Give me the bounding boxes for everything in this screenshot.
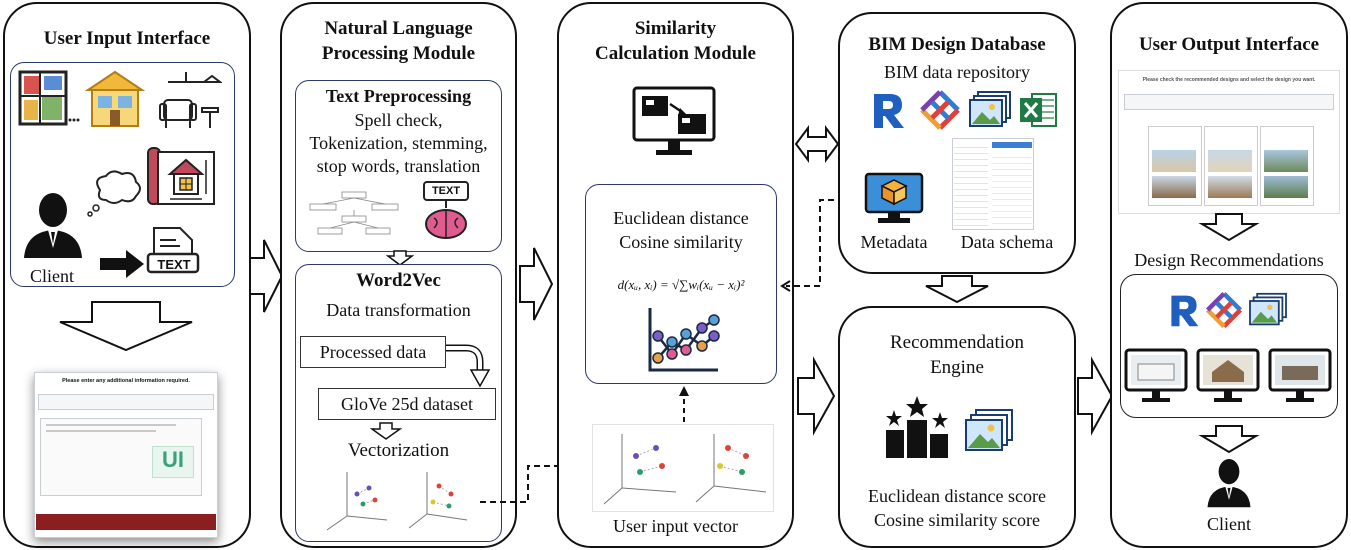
brain-icon — [423, 181, 469, 239]
revit-icon — [874, 94, 904, 128]
floor-plan-icon — [18, 70, 80, 126]
flow-arrow-4 — [1077, 356, 1114, 436]
metadata-label: Metadata — [860, 232, 928, 252]
user-output-title: User Output Interface — [1138, 34, 1320, 55]
engine-title-line1: Recommendation — [889, 332, 1025, 353]
dashed-arrow-2 — [780, 199, 844, 292]
small-down-arrow-1 — [386, 250, 414, 266]
data-schema-label: Data schema — [960, 232, 1054, 252]
vectorization-label: Vectorization — [347, 440, 450, 461]
preprocessing-line2: Tokenization, stemming, — [309, 133, 488, 153]
dashed-up-arrow — [679, 386, 689, 422]
monitor-network-icon — [632, 86, 716, 155]
output-down-arrow-1 — [1198, 213, 1260, 242]
user-input-vector-label: User input vector — [613, 516, 738, 536]
excel-icon — [1020, 93, 1057, 127]
output-ui-card-1-img-b — [1152, 176, 1196, 198]
similarity-title-line2: Calculation Module — [595, 43, 756, 64]
ui-badge: UI — [152, 446, 194, 478]
client-icon — [24, 193, 82, 258]
output-down-arrow-2 — [1198, 425, 1260, 454]
nlp-title-line1: Natural Language — [324, 18, 473, 39]
ifc-icon — [1206, 292, 1242, 328]
client-label: Client — [30, 266, 74, 286]
output-ui-header: Please check the recommended designs and… — [1142, 77, 1316, 83]
flow-arrow-3 — [797, 356, 836, 436]
vector-plot — [326, 472, 468, 531]
input-ui-lines — [46, 424, 176, 426]
engine-score-euclidean: Euclidean distance score — [868, 486, 1046, 506]
house-icon — [84, 70, 146, 127]
glove-dataset-label: GloVe 25d dataset — [341, 394, 473, 414]
glove-dataset-box — [318, 388, 496, 420]
bim-down-arrow — [925, 275, 989, 304]
measure-cosine: Cosine similarity — [619, 232, 743, 252]
thought-bubble-icon — [87, 170, 141, 217]
output-ui-card-1-img — [1152, 150, 1196, 172]
text-icon-label: TEXT — [157, 257, 191, 272]
monitor-icon — [1196, 348, 1260, 402]
processed-data-label: Processed data — [319, 342, 427, 362]
podium-icon — [886, 396, 948, 458]
image-icon — [1249, 292, 1287, 326]
input-ui-bar — [38, 394, 214, 410]
user-input-title: User Input Interface — [43, 28, 211, 49]
preprocessing-line1: Spell check, — [354, 110, 443, 130]
data-schema-rows — [992, 152, 1032, 224]
input-ui-footer — [36, 514, 216, 530]
measure-euclidean: Euclidean distance — [613, 208, 749, 228]
input-ui-header: Please enter any additional information … — [62, 378, 190, 384]
furniture-icon — [159, 72, 222, 128]
engine-score-cosine: Cosine similarity score — [874, 510, 1040, 530]
processed-data-box — [300, 336, 446, 368]
arrow-icon — [100, 250, 144, 278]
bim-title: BIM Design Database — [868, 34, 1046, 55]
blueprint-icon — [147, 147, 215, 205]
output-ui-progress — [1124, 94, 1334, 110]
flow-arrow-1 — [249, 239, 284, 313]
flow-arrow-2 — [519, 247, 554, 321]
preprocessing-title: Text Preprocessing — [325, 86, 472, 106]
tree-diagram — [309, 191, 399, 235]
word2vec-title: Word2Vec — [356, 270, 441, 291]
output-ui-card-2-img — [1208, 150, 1252, 172]
image-icon — [969, 91, 1011, 127]
ifc-icon — [920, 90, 960, 130]
recommendation-engine-panel — [838, 306, 1076, 548]
monitor-icon — [1268, 348, 1332, 402]
text-document-icon — [146, 227, 200, 274]
brain-text-label: TEXT — [431, 185, 461, 197]
similarity-title-line1: Similarity — [634, 18, 717, 39]
monitor-icon — [1124, 348, 1188, 402]
down-arrow — [59, 301, 193, 352]
data-schema-sidebar — [954, 142, 988, 226]
bim-repository-label: BIM data repository — [884, 62, 1030, 82]
user-vector-plot-graphic — [603, 434, 767, 505]
data-schema-header — [992, 142, 1032, 148]
output-ui-card-3-img — [1264, 150, 1308, 172]
small-down-arrow-2 — [370, 422, 402, 440]
client-icon — [1207, 459, 1251, 508]
output-ui-card-2-img-b — [1208, 176, 1252, 198]
design-recommendations-label: Design Recommendations — [1134, 250, 1324, 270]
double-arrow — [794, 125, 840, 163]
metadata-monitor-icon — [864, 172, 924, 223]
input-ui-lines-2 — [46, 430, 156, 432]
output-client-label: Client — [1207, 514, 1251, 534]
output-ui-card-3-img-b — [1264, 176, 1308, 198]
preprocessing-line3: stop words, translation — [316, 156, 481, 176]
chart-icon — [648, 308, 720, 372]
engine-title-line2: Engine — [930, 357, 984, 378]
word2vec-subtitle: Data transformation — [326, 300, 471, 320]
nlp-title-line2: Processing Module — [321, 43, 476, 64]
curved-arrow — [446, 344, 490, 388]
similarity-formula: d(xᵤ, xᵢ) = √∑wᵢ(xᵤ − xᵢ)² — [617, 277, 745, 292]
image-icon — [965, 409, 1013, 451]
revit-icon — [1171, 295, 1199, 327]
